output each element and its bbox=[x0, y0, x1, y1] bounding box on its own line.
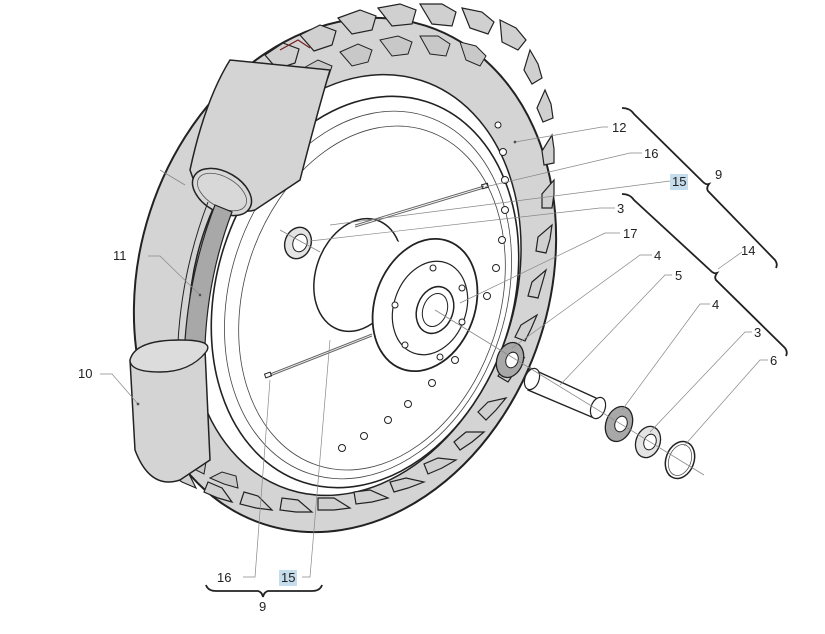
washer-2 bbox=[604, 405, 634, 443]
callout-4: 4 bbox=[654, 248, 662, 263]
callout-16: 16 bbox=[644, 146, 659, 161]
callout-3: 3 bbox=[617, 201, 625, 216]
spacer-tube bbox=[523, 366, 607, 420]
callout-6: 6 bbox=[770, 353, 778, 368]
callout-15[interactable]: 15 bbox=[670, 174, 689, 190]
callout-15[interactable]: 15 bbox=[279, 570, 298, 586]
bracket-14 bbox=[621, 193, 788, 357]
washer-1 bbox=[495, 341, 525, 379]
callout-16: 16 bbox=[217, 570, 232, 585]
bracket-9-bottom bbox=[205, 584, 323, 598]
callout-5: 5 bbox=[675, 268, 683, 283]
callout-17: 17 bbox=[623, 226, 638, 241]
callout-9: 9 bbox=[715, 167, 723, 182]
bearing-right bbox=[634, 425, 662, 459]
callout-14: 14 bbox=[741, 243, 756, 258]
callout-12: 12 bbox=[612, 120, 627, 135]
circlip bbox=[664, 440, 696, 480]
hub bbox=[313, 217, 479, 373]
leader-lines bbox=[100, 126, 768, 578]
bracket-9 bbox=[621, 107, 778, 269]
callout-3: 3 bbox=[754, 325, 762, 340]
callout-10: 10 bbox=[78, 366, 93, 381]
callout-11: 11 bbox=[113, 248, 127, 263]
callout-4: 4 bbox=[712, 297, 720, 312]
inner-tube bbox=[129, 59, 331, 483]
callout-9: 9 bbox=[259, 599, 267, 614]
spokes bbox=[263, 182, 490, 379]
